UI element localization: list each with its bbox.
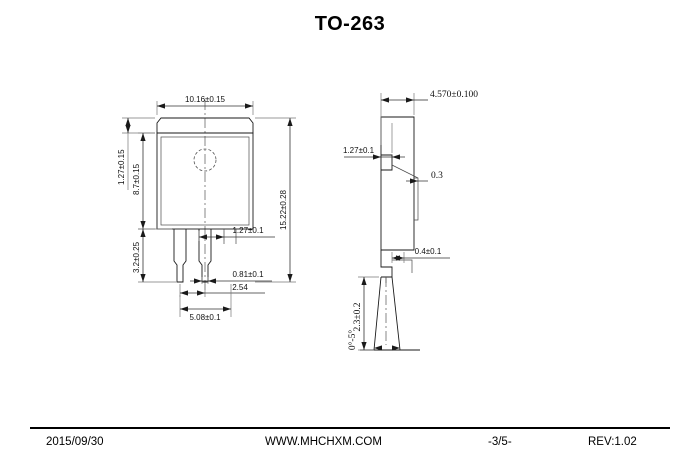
dim-lead-width: 1.27±0.1 [198,226,275,241]
dim-body-height: 8.7±0.15 [132,132,155,230]
arrowhead [208,278,216,284]
arrowhead [392,154,400,160]
dim-body-thickness: 4.570±0.100 [380,90,478,115]
arrowhead [406,97,414,103]
dim-lead-foot: 0.4±0.1 [391,247,450,263]
dim-lead-thickness: 0.81±0.1 [190,270,272,284]
dim-text-body-thickness: 4.570±0.100 [430,90,478,100]
arrowhead [361,277,367,285]
body-outline [156,132,254,230]
arrowhead [410,178,418,184]
dim-text-tab-offset: 1.27±0.1 [343,146,375,155]
dim-text-lead-width: 1.27±0.1 [232,226,264,235]
body-inner-outline [160,136,250,226]
dim-body-width: 10.16±0.15 [156,95,254,115]
dim-tab-thickness: 0.3 [406,171,443,184]
arrowhead [216,234,224,240]
lead-pin-1 [173,229,187,283]
dim-lead-span: 5.08±0.1 [179,284,232,322]
dim-text-lead-thickness: 0.81±0.1 [232,270,264,279]
page-title: TO-263 [314,13,386,35]
dim-text-draft-angle: 0°-5° [347,330,358,350]
dim-lead-length: 3.2±0.25 [132,228,176,283]
dim-text-lead-pitch: 2.54 [232,283,248,292]
dim-overall-height: 15.22±0.28 [255,117,296,283]
footer-page-number: -3/5- [488,436,512,448]
side-body-outline [380,116,415,251]
dim-text-lead-foot: 0.4±0.1 [415,247,442,256]
arrowhead [140,133,146,141]
dim-text-standoff: 2.3±0.2 [353,302,363,331]
arrowhead [194,278,202,284]
arrowhead [140,274,146,282]
arrowhead [125,125,131,133]
dim-text-tab-thickness: 0.3 [431,171,443,181]
arrowhead [373,154,381,160]
dim-text-lead-span: 5.08±0.1 [189,313,221,322]
arrowhead [223,306,231,312]
footer-website: WWW.MHCHXM.COM [265,436,382,448]
footer-divider [30,427,670,429]
arrowhead [140,221,146,229]
side-lead-taper [373,276,401,351]
drawing-svg: 10.16±0.15 1.27±0.15 8.7±0.15 [117,90,478,351]
front-view: 10.16±0.15 1.27±0.15 8.7±0.15 [117,95,296,322]
mounting-hole [193,148,217,172]
arrowhead [287,274,293,282]
dim-text-body-height: 8.7±0.15 [132,163,141,195]
arrowhead [197,290,205,296]
arrowhead [245,103,253,109]
dim-standoff: 2.3±0.2 [353,276,379,351]
arrowhead [287,118,293,126]
dim-text-overall-height: 15.22±0.28 [279,189,288,230]
side-heat-tab [391,164,419,221]
arrowhead [199,234,207,240]
package-outline-drawing: 10.16±0.15 1.27±0.15 8.7±0.15 [0,45,700,420]
arrowhead [125,118,131,126]
footer-revision: REV:1.02 [588,436,637,448]
arrowhead [180,290,188,296]
dim-text-body-width: 10.16±0.15 [185,95,226,104]
dim-text-lead-length: 3.2±0.25 [132,241,141,273]
side-lead-bend [380,250,393,278]
dim-tab-offset: 1.27±0.1 [343,115,405,160]
arrowhead [381,97,389,103]
side-tab-step [381,154,393,171]
side-view: 4.570±0.100 1.27±0.1 0.3 0.4±0.1 [343,90,478,351]
arrowhead [180,306,188,312]
dim-lead-pitch: 2.54 [179,283,265,297]
page-footer: 2015/09/30 WWW.MHCHXM.COM -3/5- REV:1.02 [30,427,670,457]
footer-date: 2015/09/30 [46,436,104,448]
side-lead-foot [392,259,413,273]
arrowhead [392,345,400,351]
dim-text-tab-height: 1.27±0.15 [117,149,126,185]
lead-pin-2 [198,229,212,283]
arrowhead [396,255,404,261]
dim-draft-angle: 0°-5° [347,330,358,350]
arrowhead [140,229,146,237]
arrowhead [361,342,367,350]
arrowhead [157,103,165,109]
arrowhead [374,345,382,351]
